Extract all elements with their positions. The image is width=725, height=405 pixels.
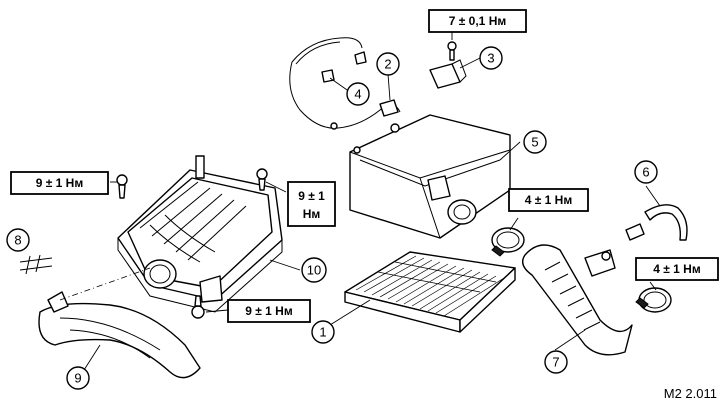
- hose-clamp-right: [635, 287, 672, 313]
- clamp-detail: [19, 254, 53, 275]
- torque-label-clamp-right: 4 ± 1 Нм: [635, 257, 719, 281]
- svg-text:9 ± 1 Нм: 9 ± 1 Нм: [36, 176, 84, 190]
- torque-label-housing-bottom: 9 ± 1 Нм: [227, 299, 311, 323]
- svg-text:7 ± 0,1 Нм: 7 ± 0,1 Нм: [449, 14, 507, 28]
- svg-text:2: 2: [384, 57, 391, 72]
- callout-2: 2: [376, 52, 400, 76]
- svg-text:6: 6: [642, 165, 649, 180]
- svg-text:5: 5: [531, 135, 538, 150]
- torque-label-housing-right: 9 ± 1 Нм: [287, 181, 336, 227]
- callout-8: 8: [6, 228, 30, 252]
- svg-text:Нм: Нм: [303, 207, 321, 221]
- wiring-harness: [289, 37, 401, 130]
- svg-text:1: 1: [319, 325, 326, 340]
- svg-text:4 ± 1 Нм: 4 ± 1 Нм: [525, 193, 573, 207]
- svg-text:4: 4: [354, 87, 361, 102]
- svg-text:10: 10: [307, 263, 321, 278]
- air-filter-element: [344, 251, 516, 333]
- svg-text:8: 8: [14, 233, 21, 248]
- torque-label-sensor: 7 ± 0,1 Нм: [428, 9, 527, 33]
- callout-9: 9: [66, 366, 90, 390]
- torque-label-clamp-left: 4 ± 1 Нм: [508, 188, 589, 212]
- callout-3: 3: [479, 46, 503, 70]
- air-sensor: [429, 41, 467, 89]
- svg-text:9 ± 1: 9 ± 1: [298, 189, 325, 203]
- intake-duct: [38, 267, 201, 379]
- figure-code: M2 2.011: [663, 386, 717, 401]
- callout-1: 1: [311, 320, 335, 344]
- callout-4: 4: [346, 82, 370, 106]
- housing-bolts: [116, 168, 268, 319]
- svg-text:7: 7: [552, 355, 559, 370]
- svg-text:9 ± 1 Нм: 9 ± 1 Нм: [245, 304, 293, 318]
- hose-clamp-left: [491, 227, 525, 257]
- lower-filter-housing: [117, 155, 283, 313]
- callout-5: 5: [523, 130, 547, 154]
- callout-7: 7: [544, 350, 568, 374]
- breather-hose: [625, 204, 688, 241]
- corrugated-hose: [522, 244, 633, 356]
- torque-label-housing-left: 9 ± 1 Нм: [10, 171, 109, 195]
- callout-10: 10: [301, 257, 327, 283]
- svg-text:3: 3: [487, 51, 494, 66]
- leader-lines: [83, 22, 661, 371]
- callout-6: 6: [634, 160, 658, 184]
- svg-text:4 ± 1 Нм: 4 ± 1 Нм: [653, 262, 701, 276]
- svg-text:9: 9: [74, 371, 81, 386]
- upper-housing-cover: [349, 114, 511, 239]
